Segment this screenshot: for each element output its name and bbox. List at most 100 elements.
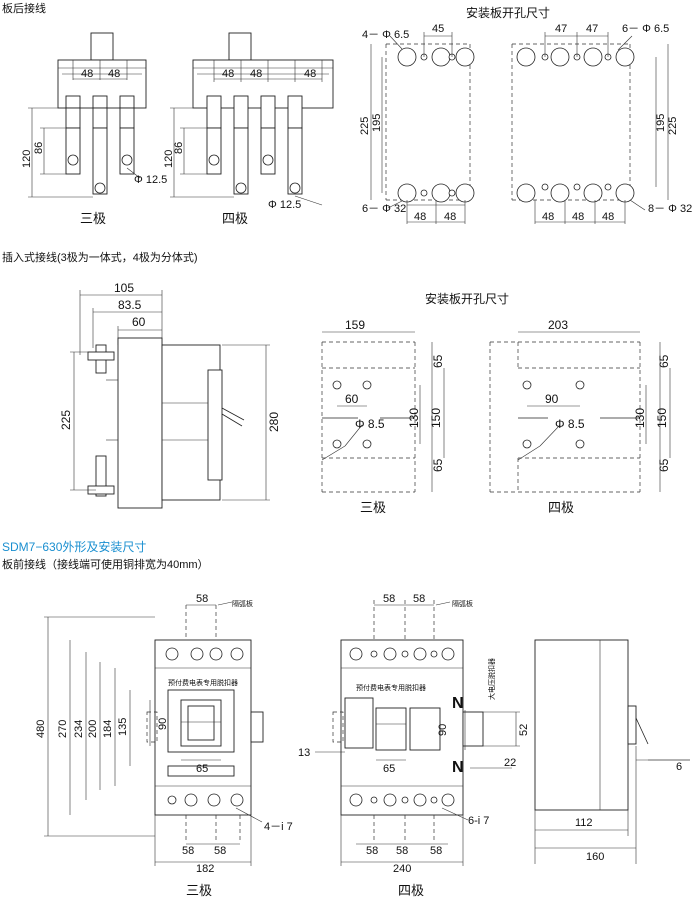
cut3-top-w: 45 [432, 23, 444, 35]
plugcut4-spacing: 90 [545, 392, 559, 406]
plugcut4-hole: Φ 8.5 [555, 417, 585, 431]
rear4-d3: 48 [304, 68, 316, 80]
rear4-d1: 48 [222, 68, 234, 80]
rear3-name: 三极 [80, 211, 106, 226]
cut3-bot-holes: 6－ Φ 32 [362, 203, 406, 215]
front3-h234: 234 [73, 720, 85, 738]
front4-n2: N [452, 759, 464, 776]
front4-d13: 13 [298, 747, 310, 759]
rear3-d2: 48 [108, 68, 120, 80]
side-d112: 112 [575, 817, 593, 829]
dimension-labels: 48 48 86 120 Φ 12.5 三极 48 48 48 86 120 Φ… [21, 23, 692, 898]
plug-in-side-drawing [70, 290, 270, 509]
plugcut3-h-mid2: 150 [429, 408, 443, 428]
front-3pole-drawing [44, 601, 264, 866]
rear3-h1: 86 [33, 142, 45, 154]
front3-label: 预付费电表专用脱扣器 [168, 678, 238, 687]
plugcut4-h-top: 65 [657, 354, 671, 368]
cutout-4pole-drawing [511, 32, 669, 224]
plug-h-right: 280 [267, 412, 281, 432]
cut4-top-holes: 6－ Φ 6.5 [622, 23, 669, 35]
cut4-t2: 47 [586, 23, 598, 35]
front-4pole-drawing [315, 600, 520, 866]
rear3-hole: Φ 12.5 [134, 174, 167, 186]
front3-h184: 184 [102, 720, 114, 738]
front3-holes: 4－i 7 [264, 821, 293, 833]
cut4-t1: 47 [555, 23, 567, 35]
plugcut3-h-mid1: 130 [407, 408, 421, 428]
front-wiring-title: 板前接线（接线端可使用铜排宽为40mm） [2, 559, 209, 571]
front3-h200: 200 [87, 720, 99, 738]
rear-wiring-title: 板后接线 [2, 3, 46, 15]
plugcut4-h-mid2: 150 [655, 408, 669, 428]
front3-barrier: 隔弧板 [232, 599, 253, 608]
front4-n1: N [452, 695, 464, 712]
cut4-h-inner: 195 [655, 114, 667, 132]
front4-label: 预付费电表专用脱扣器 [356, 683, 426, 692]
plug-h-left: 225 [59, 410, 73, 430]
side-d160: 160 [586, 851, 604, 863]
plugcut3-name: 三极 [360, 500, 386, 515]
cut4-b1: 48 [542, 211, 554, 223]
rear4-name: 四极 [222, 211, 248, 226]
front3-name: 三极 [186, 883, 212, 898]
plug-w1: 105 [114, 281, 134, 295]
rear4-d2: 48 [250, 68, 262, 80]
plugcut4-w: 203 [548, 318, 568, 332]
plugcut3-hole: Φ 8.5 [355, 417, 385, 431]
cut4-bot-holes: 8－ Φ 32 [648, 203, 692, 215]
plugcut3-spacing: 60 [345, 392, 359, 406]
front4-holes: 6-i 7 [468, 815, 489, 827]
cut4-b3: 48 [602, 211, 614, 223]
plugcut3-h-top: 65 [431, 354, 445, 368]
plug-w3: 60 [132, 315, 146, 329]
panel-cutout-title: 安装板开孔尺寸 [466, 6, 551, 20]
rear3-d1: 48 [81, 68, 93, 80]
front3-top: 58 [196, 593, 208, 605]
front3-b1: 58 [182, 845, 194, 857]
plug-cutout-3pole-drawing [321, 331, 445, 493]
front4-d22: 22 [504, 757, 516, 769]
cut3-b2: 48 [444, 211, 456, 223]
rear-3pole-drawing [28, 32, 147, 198]
front3-h480: 480 [35, 720, 47, 738]
rear4-hole: Φ 12.5 [268, 199, 301, 211]
front3-h90: 90 [157, 718, 169, 730]
plugcut3-w: 159 [345, 318, 365, 332]
panel-cutout-title-2: 安装板开孔尺寸 [425, 292, 510, 306]
front4-w-total: 240 [393, 863, 411, 875]
rear3-h2: 120 [21, 150, 33, 168]
side-d6: 6 [676, 761, 682, 773]
cut4-b2: 48 [572, 211, 584, 223]
plugcut4-h-mid1: 130 [633, 408, 647, 428]
side-view-drawing [534, 639, 690, 864]
front4-barrier: 隔弧板 [452, 599, 473, 608]
rear-4pole-drawing [170, 32, 334, 206]
front3-w65: 65 [196, 763, 208, 775]
rear4-h1: 86 [173, 142, 185, 154]
front3-w-total: 182 [196, 863, 214, 875]
front4-side-label: 大电压脱扣器 [487, 658, 496, 700]
plug-cutout-4pole-drawing [489, 331, 671, 493]
plug-w2: 83.5 [118, 298, 142, 312]
cut3-h-inner: 195 [371, 114, 383, 132]
model-title: SDM7−630外形及安装尺寸 [2, 540, 147, 554]
front3-b2: 58 [214, 845, 226, 857]
cut4-h-outer: 225 [667, 117, 679, 135]
front4-b3: 58 [430, 845, 442, 857]
front4-w65: 65 [383, 763, 395, 775]
cut3-top-holes: 4－ Φ 6.5 [362, 29, 409, 41]
front4-d52: 52 [518, 724, 530, 736]
rear4-h2: 120 [163, 150, 175, 168]
front3-h135: 135 [117, 718, 129, 736]
plugcut3-h-bot: 65 [431, 458, 445, 472]
plugcut4-h-bot: 65 [657, 458, 671, 472]
front4-t2: 58 [413, 593, 425, 605]
plugcut4-name: 四极 [548, 500, 574, 515]
front4-name: 四极 [398, 883, 424, 898]
cutout-3pole-drawing [370, 32, 475, 224]
plug-in-title: 插入式接线(3极为一体式，4极为分体式) [2, 252, 198, 264]
front3-h270: 270 [57, 720, 69, 738]
front4-b1: 58 [366, 845, 378, 857]
